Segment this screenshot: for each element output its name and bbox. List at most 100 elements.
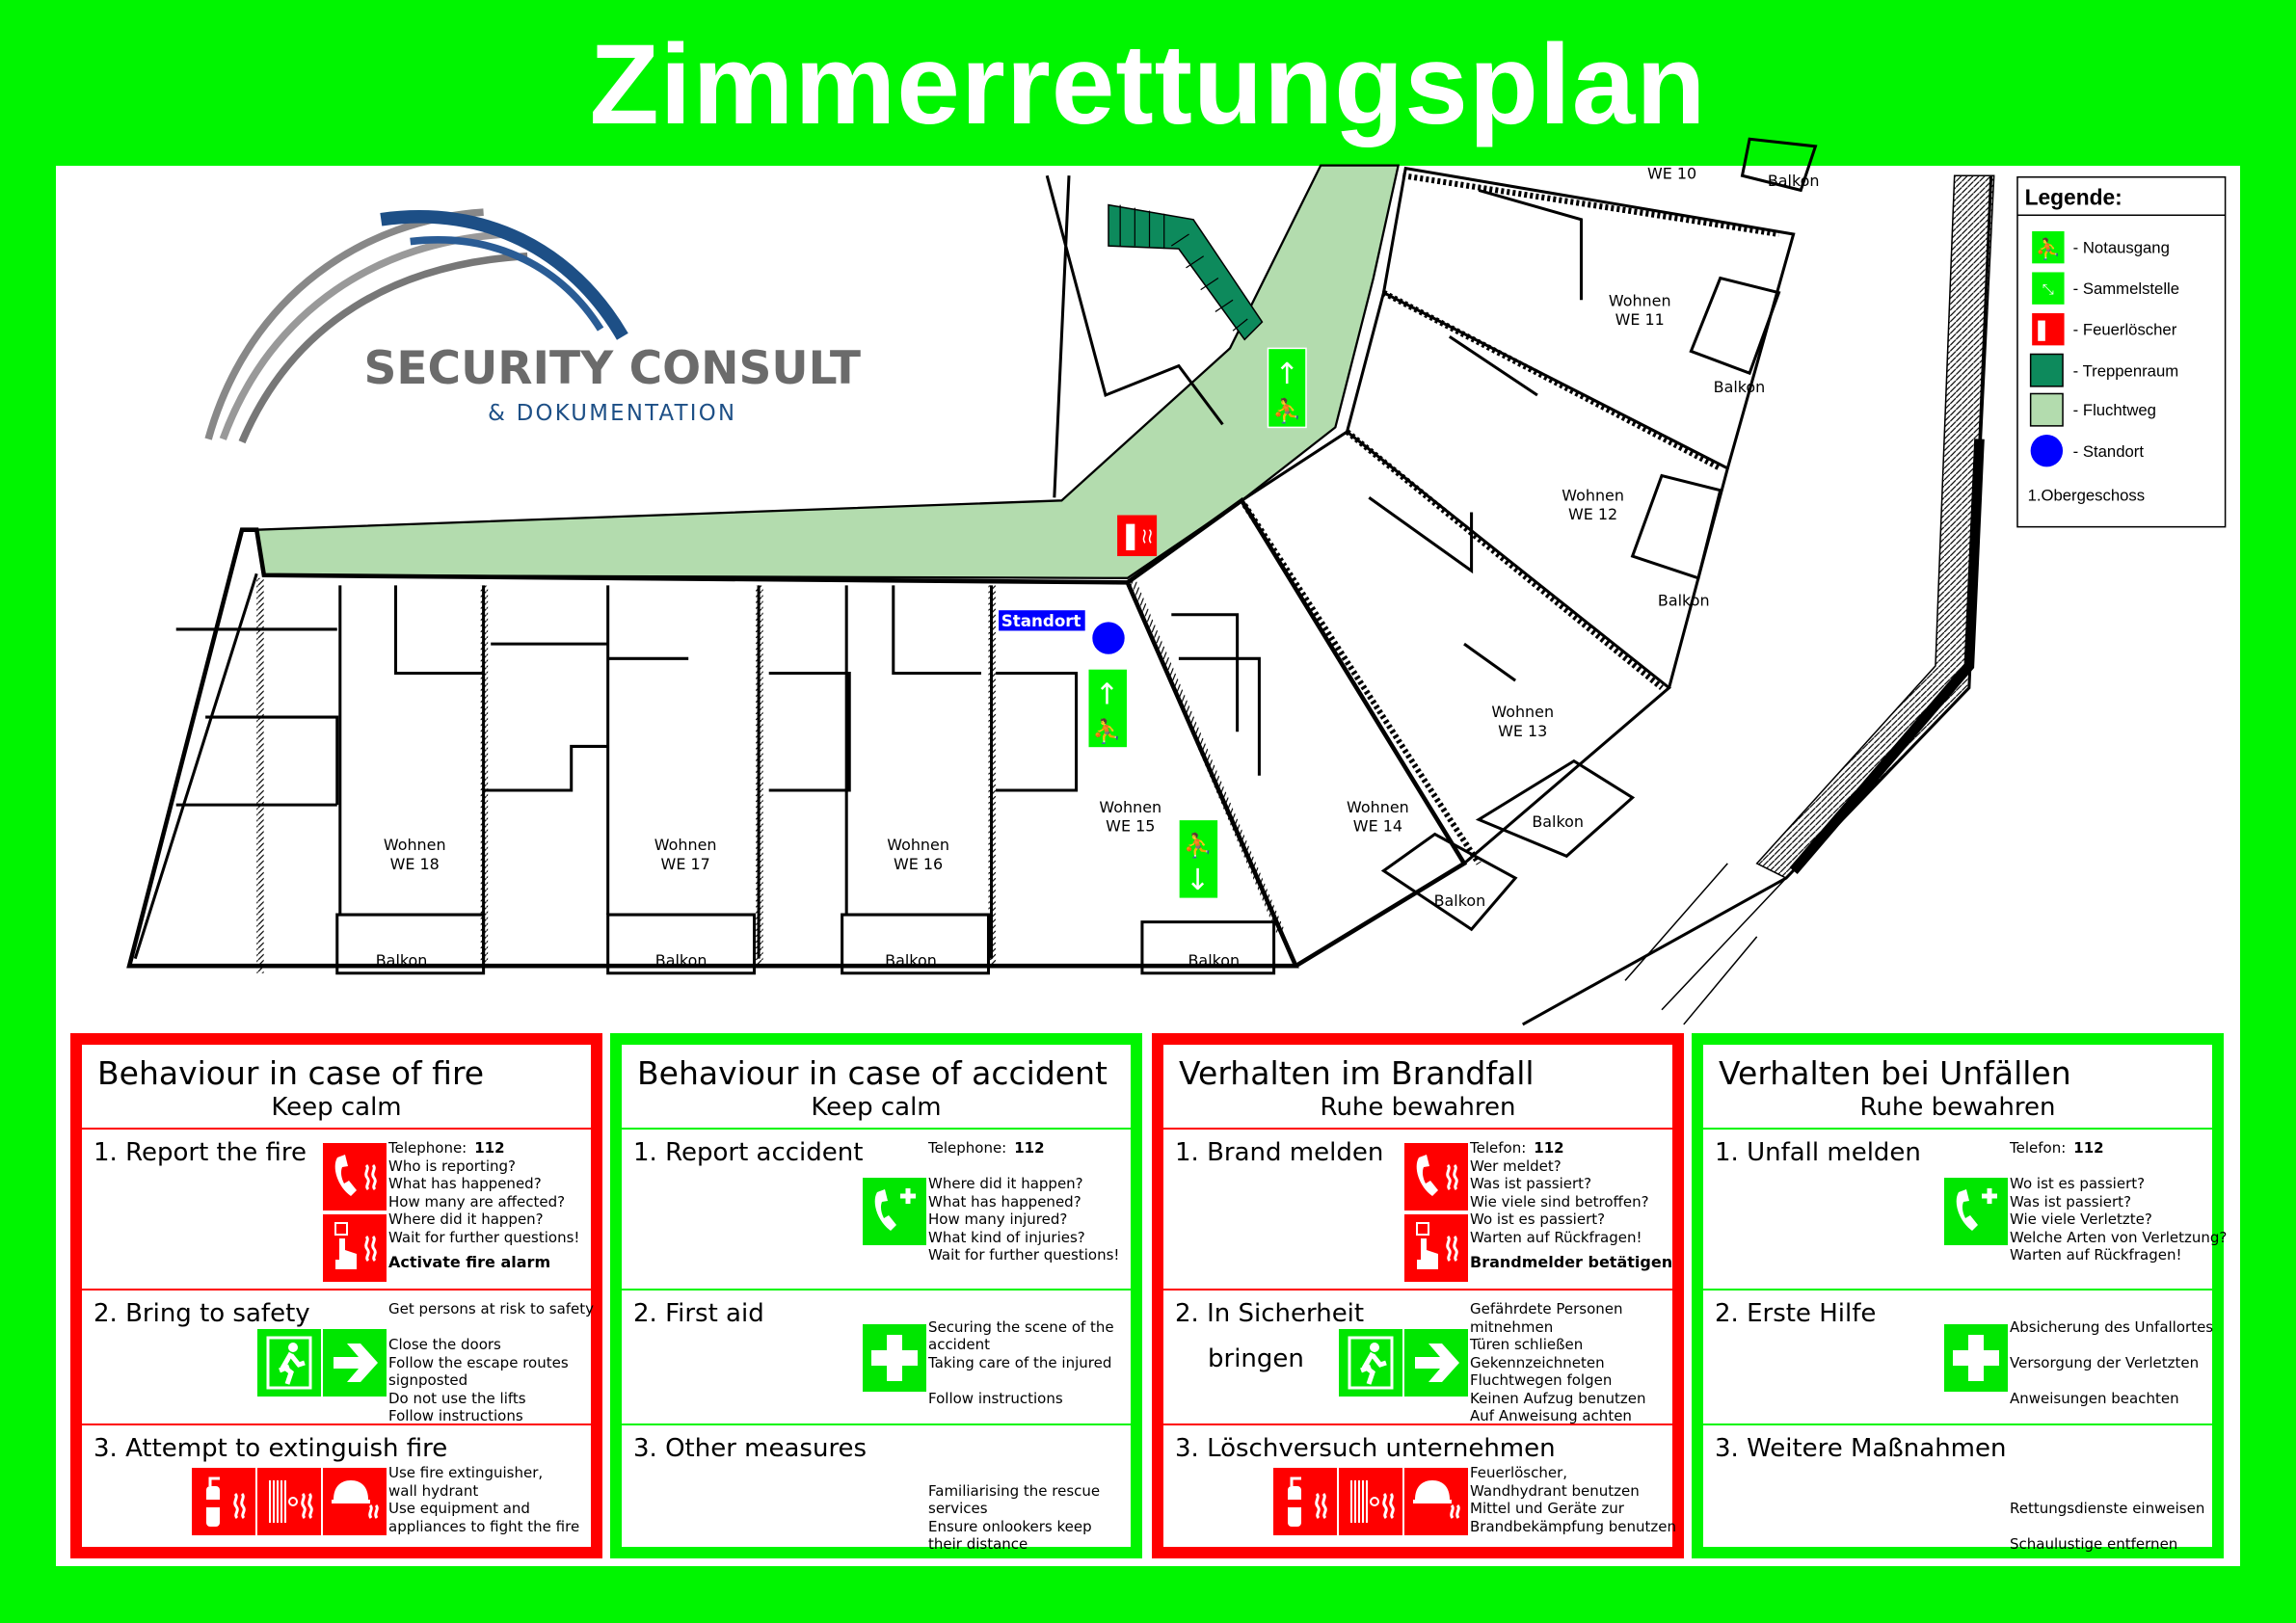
emergency-exit-icon: ↑⛹ bbox=[1086, 668, 1129, 749]
instruction-line: Gefährdete Personen bbox=[1470, 1300, 1623, 1317]
panel-subtitle: Keep calm bbox=[811, 1093, 942, 1122]
company-logo: SECURITY CONSULT & DOKUMENTATION bbox=[204, 208, 861, 444]
legend: Legende: ⛹ - Notausgang ⤡ - Sammelstelle… bbox=[2016, 175, 2227, 528]
facade bbox=[1521, 174, 1995, 1026]
instruction-line: signposted bbox=[388, 1371, 468, 1389]
instruction-line: Türen schließen bbox=[1470, 1336, 1584, 1353]
fire-phone-icon bbox=[1404, 1143, 1468, 1211]
svg-text:WE 12: WE 12 bbox=[1568, 505, 1617, 523]
panel-title: Behaviour in case of accident bbox=[637, 1054, 1108, 1092]
emergency-phone-icon bbox=[1944, 1178, 2008, 1245]
fire-phone-icon bbox=[323, 1143, 387, 1211]
instruction-line: Gekennzeichneten bbox=[1470, 1353, 1605, 1371]
phone-number: 112 bbox=[474, 1139, 505, 1157]
instruction-line bbox=[2010, 1300, 2213, 1318]
legend-label: - Sammelstelle bbox=[2073, 279, 2179, 298]
unit-we10: WE 10 bbox=[1647, 164, 1696, 182]
instruction-line: Use fire extinguisher, bbox=[388, 1464, 544, 1481]
balcony-label: Balkon bbox=[1188, 951, 1241, 970]
instruction-line: Taking care of the injured bbox=[928, 1353, 1112, 1371]
instruction-line: appliances to fight the fire bbox=[388, 1517, 580, 1535]
legend-label: - Fluchtweg bbox=[2073, 401, 2156, 419]
instruction-line bbox=[928, 1157, 1119, 1176]
instruction-line: Where did it happen? bbox=[388, 1211, 544, 1228]
fire-equipment-icon bbox=[1404, 1468, 1468, 1535]
svg-text:⛹: ⛹ bbox=[2036, 237, 2061, 261]
svg-text:Wohnen: Wohnen bbox=[654, 836, 717, 854]
section-heading: 1. Report accident bbox=[633, 1138, 864, 1167]
svg-text:WE 13: WE 13 bbox=[1498, 722, 1547, 740]
instruction-line: Wie viele sind betroffen? bbox=[1470, 1192, 1649, 1211]
instruction-line: Wo ist es passiert? bbox=[1470, 1211, 1606, 1228]
svg-text:Wohnen: Wohnen bbox=[1347, 798, 1409, 816]
stairwell bbox=[1108, 203, 1264, 341]
panel-subtitle: Ruhe bewahren bbox=[1320, 1093, 1516, 1122]
instruction-line: Rettungsdienste einweisen bbox=[2010, 1500, 2205, 1517]
section-heading: 3. Weitere Maßnahmen bbox=[1715, 1434, 2007, 1463]
section-heading: 3. Attempt to extinguish fire bbox=[93, 1434, 448, 1463]
phone-line: Telephone:112 bbox=[928, 1139, 1119, 1157]
escape-route-swatch bbox=[2029, 392, 2064, 427]
fire-alarm-icon bbox=[1404, 1214, 1468, 1282]
svg-text:WE 10: WE 10 bbox=[1647, 164, 1696, 182]
panel-subtitle: Ruhe bewahren bbox=[1859, 1093, 2056, 1122]
instruction-line: Was ist passiert? bbox=[2010, 1192, 2132, 1211]
svg-text:WE 14: WE 14 bbox=[1353, 816, 1402, 835]
section-heading: 2. Bring to safety bbox=[93, 1299, 310, 1328]
escape-route bbox=[254, 164, 1401, 579]
instruction-line: Ensure onlookers keep bbox=[928, 1517, 1092, 1535]
plan-sheet bbox=[56, 166, 2240, 1566]
stairwell-swatch bbox=[2029, 353, 2064, 387]
first-aid-icon bbox=[1944, 1324, 2008, 1392]
legend-label: - Standort bbox=[2073, 442, 2145, 461]
instruction-line bbox=[928, 1300, 1114, 1318]
instruction-line: Get persons at risk to safety bbox=[388, 1300, 595, 1317]
logo-name: SECURITY CONSULT bbox=[363, 342, 860, 395]
action-label: Activate fire alarm bbox=[388, 1253, 551, 1271]
emergency-exit-icon: ⛹↓ bbox=[1178, 818, 1219, 900]
svg-text:↑: ↑ bbox=[1275, 358, 1299, 391]
instruction-line: wall hydrant bbox=[388, 1481, 479, 1500]
instruction-line: Close the doors bbox=[388, 1336, 501, 1353]
instruction-line: Follow instructions bbox=[928, 1389, 1063, 1407]
instruction-line: Wait for further questions! bbox=[388, 1228, 580, 1246]
instruction-line: What kind of injuries? bbox=[928, 1228, 1085, 1246]
section-heading: 3. Other measures bbox=[633, 1434, 868, 1463]
legend-label: - Notausgang bbox=[2073, 239, 2170, 257]
instruction-line bbox=[2010, 1336, 2213, 1354]
panel-title: Behaviour in case of fire bbox=[97, 1054, 485, 1092]
emergency-exit-icon: ↑⛹ bbox=[1267, 347, 1307, 429]
svg-text:⛹: ⛹ bbox=[1092, 717, 1121, 745]
instruction-line: Warten auf Rückfragen! bbox=[1470, 1228, 1642, 1246]
instruction-line: Follow instructions bbox=[388, 1407, 523, 1424]
section-heading: 1. Unfall melden bbox=[1715, 1138, 1921, 1167]
section-heading: 2. Erste Hilfe bbox=[1715, 1299, 1877, 1328]
instruction-line: Anweisungen beachten bbox=[2010, 1389, 2179, 1407]
instruction-line bbox=[388, 1318, 594, 1337]
emergency-exit-icon bbox=[257, 1329, 321, 1397]
section-heading-continued: bringen bbox=[1208, 1344, 1304, 1373]
instruction-line: Absicherung des Unfallortes bbox=[2010, 1317, 2214, 1336]
panel-section: 2. Bring to safety Get persons at risk to… bbox=[82, 1290, 595, 1425]
instruction-line: Wer meldet? bbox=[1470, 1157, 1562, 1175]
instruction-line: Follow the escape routes bbox=[388, 1353, 569, 1371]
svg-text:↓: ↓ bbox=[1186, 864, 1210, 897]
